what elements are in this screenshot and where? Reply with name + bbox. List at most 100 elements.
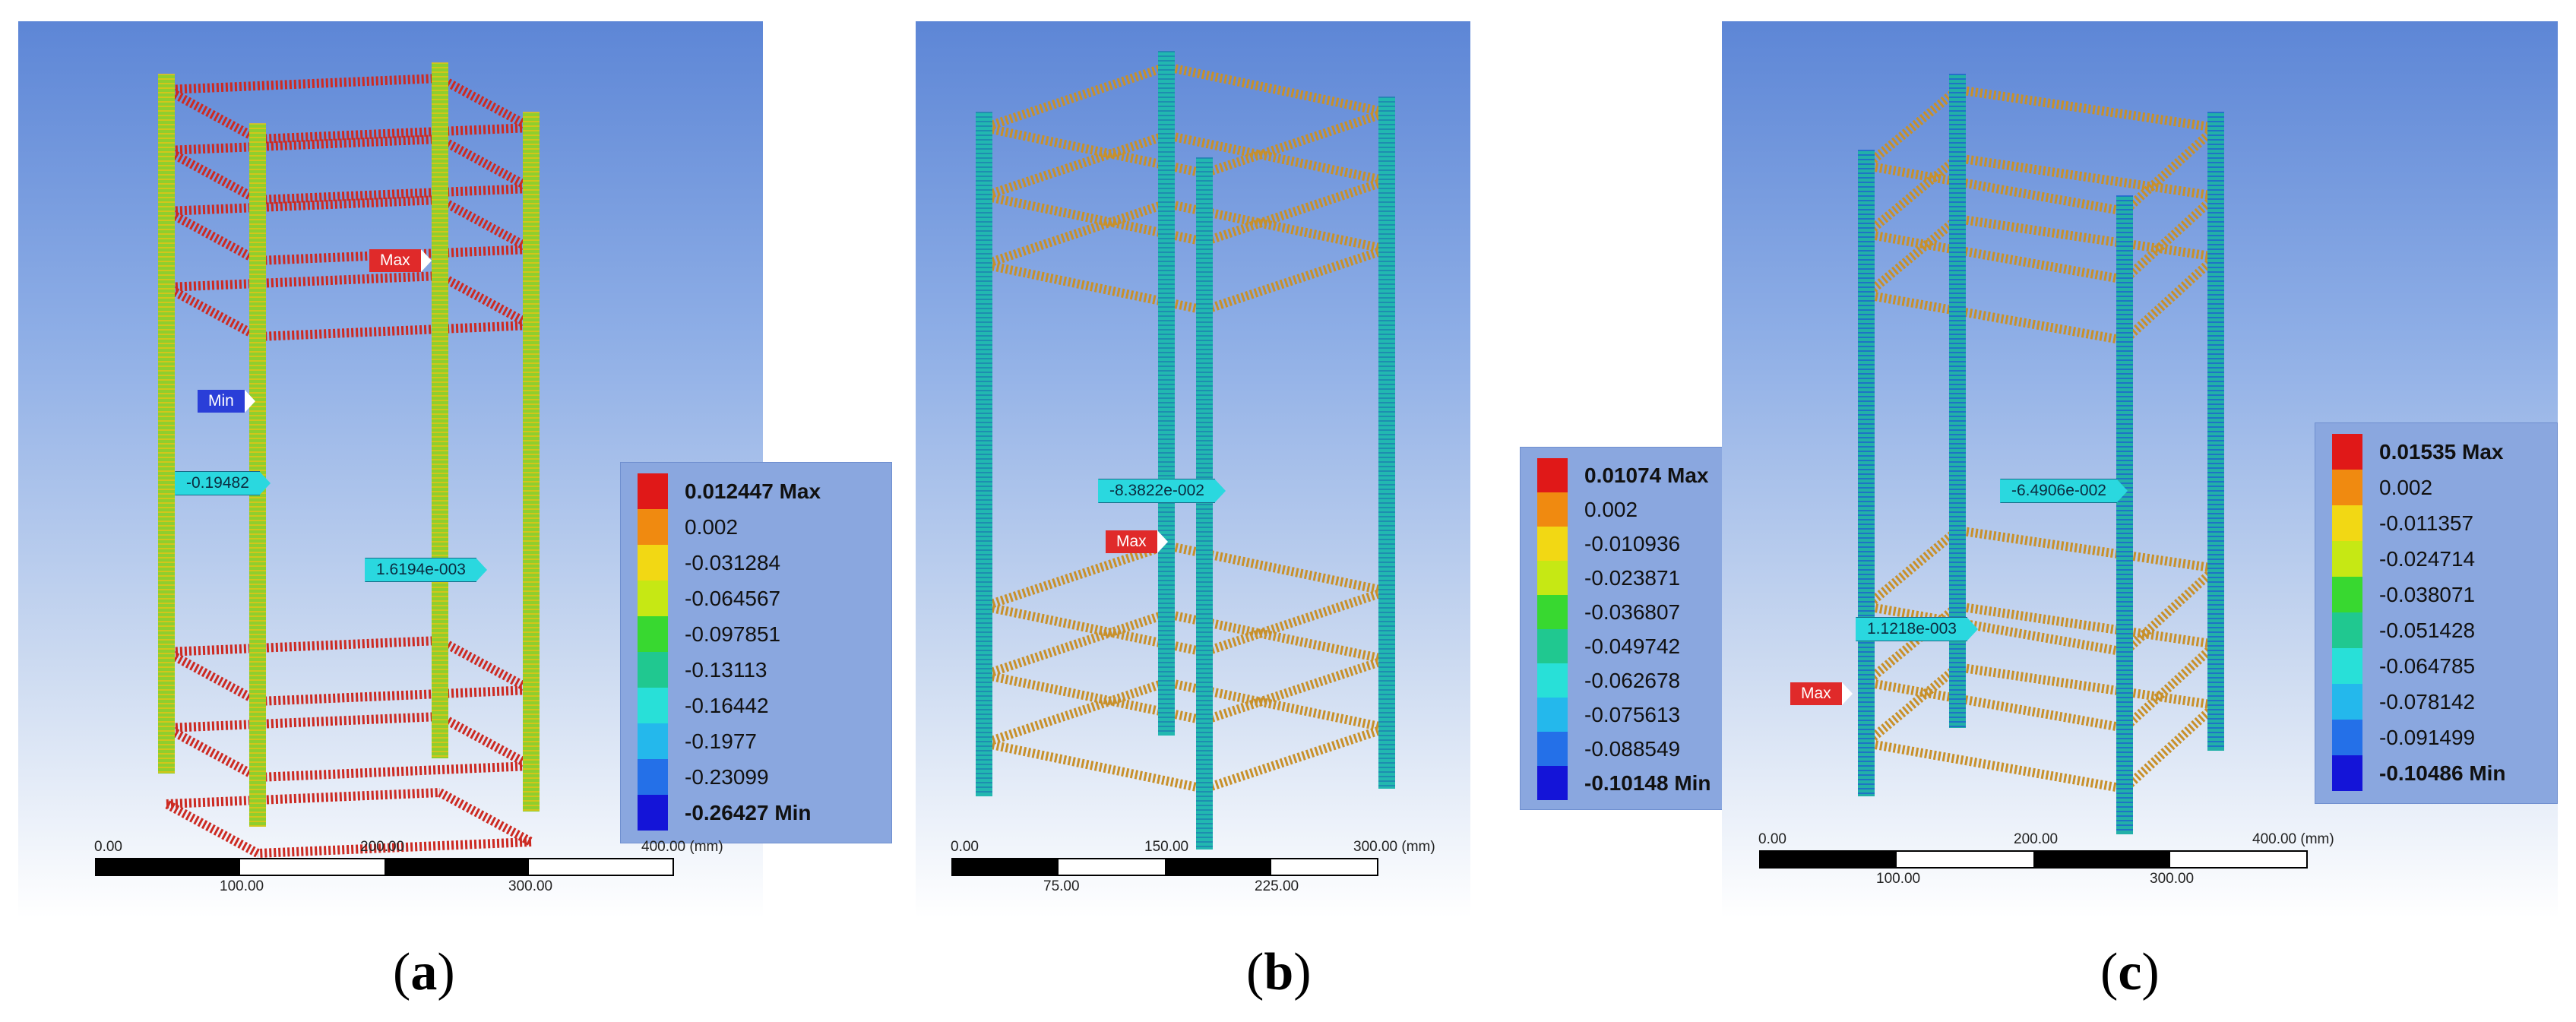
legend-swatch (638, 723, 668, 759)
stirrup-bar (1865, 739, 2126, 793)
legend-swatch (638, 545, 668, 581)
scale-label-b-225: 225.00 (1255, 878, 1299, 894)
stirrup-bar (164, 283, 260, 341)
stirrup-bar (166, 712, 441, 732)
max-probe-b[interactable]: Max (1106, 530, 1168, 553)
cage-model-b (976, 51, 1395, 850)
stirrup-bar (1203, 176, 1388, 246)
stirrup-bar (1165, 62, 1388, 117)
legend-value: -0.075613 (1584, 702, 1681, 726)
stirrup-bar (983, 609, 1168, 679)
stirrup-bar (438, 195, 533, 254)
legend-row: 0.002 (638, 509, 738, 545)
legend-swatch (1537, 527, 1568, 561)
column-bar (1949, 74, 1966, 728)
stirrup-bar (1865, 678, 2126, 732)
min-probe-a[interactable]: Min (198, 390, 255, 413)
legend-row: -0.036807 (1537, 595, 1680, 629)
scale-label-a-100: 100.00 (220, 878, 264, 894)
stirrup-bar (164, 799, 260, 858)
legend-value: -0.26427 Min (685, 800, 812, 824)
legend-value: -0.011357 (2379, 511, 2474, 535)
stirrup-bar (166, 788, 441, 808)
legend-swatch (2332, 720, 2362, 755)
value-probe-a-2[interactable]: 1.6194e-003 (365, 558, 487, 582)
stirrup-bar (166, 195, 441, 216)
max-probe-c[interactable]: Max (1790, 682, 1853, 705)
max-probe-a[interactable]: Max (369, 249, 432, 272)
legend-row: -0.091499 (2332, 720, 2475, 755)
legend-swatch (1537, 595, 1568, 629)
value-probe-c-2[interactable]: 1.1218e-003 (1856, 617, 1978, 641)
stirrup-bar (983, 739, 1206, 793)
value-probe-a-1[interactable]: -0.19482 (175, 471, 271, 495)
stirrup-bar (438, 271, 533, 330)
stirrup-bar (2121, 641, 2220, 732)
value-probe-c-1[interactable]: -6.4906e-002 (2000, 479, 2128, 503)
legend-swatch (638, 616, 668, 652)
stirrup-bar (438, 636, 533, 695)
legend-row: -0.097851 (638, 616, 780, 652)
legend-row: -0.062678 (1537, 663, 1680, 698)
scale-bar-graphic-b (951, 858, 1378, 876)
legend-swatch (2332, 541, 2362, 577)
legend-value: 0.002 (685, 514, 739, 539)
legend-value: 0.002 (1584, 497, 1638, 521)
stirrup-bar (1863, 215, 1960, 299)
legend-swatch (638, 473, 668, 509)
legend-swatch (1537, 629, 1568, 663)
legend-row: -0.038071 (2332, 577, 2475, 612)
stirrup-bar (164, 146, 260, 204)
caption-b: (b) (1246, 943, 1312, 1001)
legend-value: -0.023871 (1584, 565, 1681, 590)
scale-label-b-300: 300.00 (mm) (1353, 839, 1435, 855)
legend-value: -0.038071 (2379, 582, 2476, 606)
stirrup-bar (1863, 663, 1960, 747)
legend-value: -0.031284 (685, 550, 781, 574)
legend-row: -0.049742 (1537, 629, 1680, 663)
stirrup-bar (1203, 587, 1388, 657)
value-probe-b-1[interactable]: -8.3822e-002 (1098, 479, 1226, 503)
legend-row: -0.078142 (2332, 684, 2475, 720)
cage-model-a (158, 62, 540, 858)
scale-bar-a: 0.00 200.00 400.00 (mm) 100.00 300.00 (94, 839, 723, 895)
legend-row: -0.064785 (2332, 648, 2475, 684)
stirrup-bar (1957, 85, 2217, 132)
legend-value: -0.064567 (685, 586, 781, 610)
legend-swatch (1537, 766, 1568, 800)
stirrup-bar (2121, 124, 2220, 215)
legend-row: -0.26427 Min (638, 795, 812, 831)
stirrup-bar (166, 271, 441, 292)
scale-bar-c: 0.00 200.00 400.00 (mm) 100.00 300.00 (1758, 831, 2351, 888)
legend-row: -0.1977 (638, 723, 757, 759)
legend-value: -0.010936 (1584, 531, 1681, 555)
legend-row: -0.075613 (1537, 698, 1680, 732)
stirrup-bar (983, 62, 1168, 132)
legend-value: -0.078142 (2379, 689, 2476, 714)
scale-label-a-300: 300.00 (508, 878, 553, 894)
stirrup-bar (1165, 131, 1388, 185)
scale-label-a-400: 400.00 (mm) (641, 839, 723, 855)
scale-label-b-75: 75.00 (1043, 878, 1080, 894)
legend-swatch (2332, 648, 2362, 684)
legend-value: -0.024714 (2379, 546, 2476, 571)
scale-label-c-200: 200.00 (2014, 831, 2059, 847)
legend-value: -0.097851 (685, 622, 781, 646)
stirrup-bar (983, 678, 1168, 748)
legend-swatch (2332, 755, 2362, 791)
legend-row: -0.024714 (2332, 541, 2475, 577)
stirrup-bar (1863, 86, 1960, 169)
legend-swatch (638, 581, 668, 616)
stirrup-bar (166, 74, 441, 94)
legend-swatch (2332, 612, 2362, 648)
stirrup-bar (1957, 214, 2217, 261)
legend-value: -0.23099 (685, 764, 769, 789)
stirrup-bar (1865, 290, 2126, 345)
legend-value: -0.13113 (685, 657, 767, 682)
legend-row: 0.01535 Max (2332, 434, 2503, 470)
legend-swatch (638, 688, 668, 723)
scale-bar-graphic-c (1759, 850, 2308, 869)
legend-row: -0.011357 (2332, 505, 2473, 541)
